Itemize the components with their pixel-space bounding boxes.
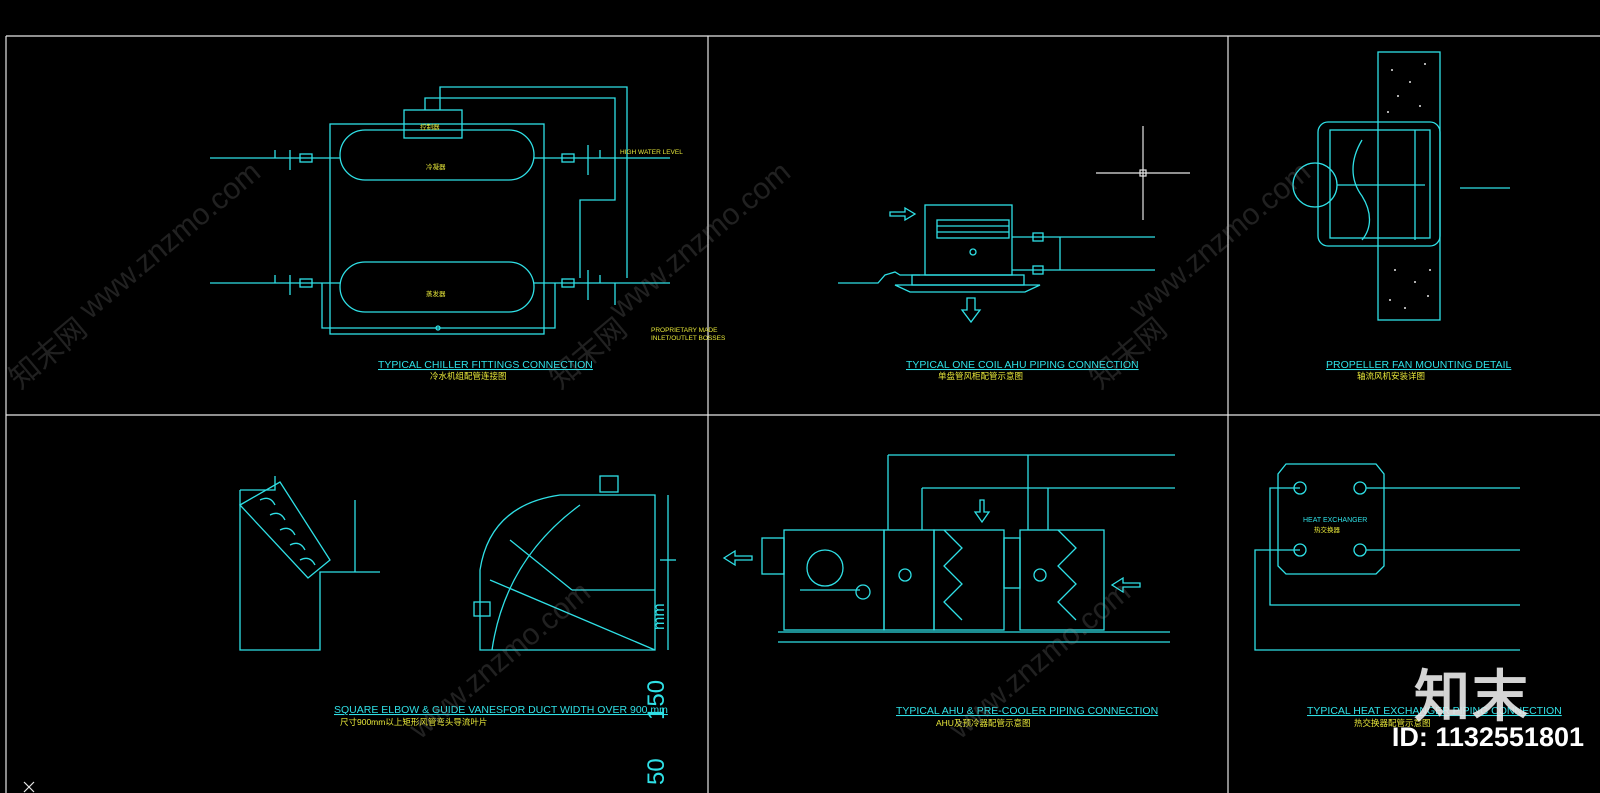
- note-bosses: INLET/OUTLET BOSSES: [651, 335, 726, 342]
- heat-exchanger-subtitle: 热交换器配管示意图: [1354, 718, 1431, 728]
- watermark-cn-1: 知末网: [3, 312, 93, 395]
- ucs-cross-icon: [23, 781, 35, 793]
- chiller-subtitle: 冷水机组配管连接图: [430, 371, 507, 381]
- propeller-fan-title: PROPELLER FAN MOUNTING DETAIL: [1326, 359, 1511, 371]
- ahu-precooler-subtitle: AHU及预冷器配管示意图: [936, 718, 1030, 728]
- znzmo-logo: 知末: [1414, 665, 1530, 730]
- wall-hatch: [1387, 63, 1431, 309]
- dim-50: 50: [643, 758, 670, 785]
- panel-heat-exchanger[interactable]: HEAT EXCHANGER 热交换器 TYPICAL HEAT EXCHANG…: [1254, 463, 1562, 728]
- watermark-site-4: www.znzmo.com: [403, 575, 597, 746]
- site-watermarks: www.znzmo.com www.znzmo.com www.znzmo.co…: [3, 155, 1317, 746]
- ahu-one-coil-title: TYPICAL ONE COIL AHU PIPING CONNECTION: [906, 359, 1139, 371]
- panel-ahu-precooler[interactable]: TYPICAL AHU & PRE-COOLER PIPING CONNECTI…: [722, 454, 1175, 728]
- condenser-label: 蒸发器: [426, 289, 446, 298]
- heat-exchanger-sublabel: 热交换器: [1314, 525, 1341, 534]
- image-id-label: ID: 1132551801: [1391, 722, 1584, 752]
- ahu-precooler-title: TYPICAL AHU & PRE-COOLER PIPING CONNECTI…: [896, 705, 1158, 717]
- dim-mm: mm: [651, 603, 668, 630]
- watermark-site-1: www.znzmo.com: [73, 155, 267, 326]
- chiller-title: TYPICAL CHILLER FITTINGS CONNECTION: [378, 359, 593, 371]
- heat-exchanger-label: HEAT EXCHANGER: [1303, 517, 1367, 524]
- elbow-title: SQUARE ELBOW & GUIDE VANESFOR DUCT WIDTH…: [334, 704, 668, 716]
- note-proprietary: PROPRIETARY MADE: [651, 327, 718, 334]
- evaporator-label: 冷凝器: [426, 162, 446, 171]
- heat-exchanger-title: TYPICAL HEAT EXCHANGER PIPING CONNECTION: [1307, 705, 1562, 717]
- watermark-site-2: www.znzmo.com: [603, 155, 797, 326]
- panel-ahu-one-coil[interactable]: TYPICAL ONE COIL AHU PIPING CONNECTION 单…: [838, 126, 1190, 381]
- controller-label: 控制器: [420, 122, 440, 131]
- watermark-site-3: www.znzmo.com: [1123, 155, 1317, 326]
- watermark-cn-2: 知末网: [543, 312, 633, 395]
- ahu-one-coil-subtitle: 单盘管风柜配管示意图: [938, 371, 1023, 381]
- propeller-fan-subtitle: 轴流风机安装详图: [1357, 371, 1425, 381]
- controller-box: [403, 109, 463, 139]
- high-water-label: HIGH WATER LEVEL: [620, 149, 683, 156]
- elbow-subtitle: 尺寸900mm以上矩形风管弯头导流叶片: [340, 717, 487, 727]
- drawing-frame: [5, 35, 1600, 793]
- watermark-cn-3: 知末网: [1083, 312, 1173, 395]
- dim-150: 150: [643, 680, 670, 720]
- panel-chiller[interactable]: 控制器 冷凝器 蒸发器 HIGH WATER LEVEL PROPRIETARY…: [210, 86, 726, 381]
- panel-propeller-fan[interactable]: PROPELLER FAN MOUNTING DETAIL 轴流风机安装详图: [1292, 51, 1511, 381]
- panel-square-elbow[interactable]: 50 150 mm SQUARE ELBOW & GUIDE VANESFOR …: [238, 475, 676, 785]
- watermark-site-5: www.znzmo.com: [943, 575, 1137, 746]
